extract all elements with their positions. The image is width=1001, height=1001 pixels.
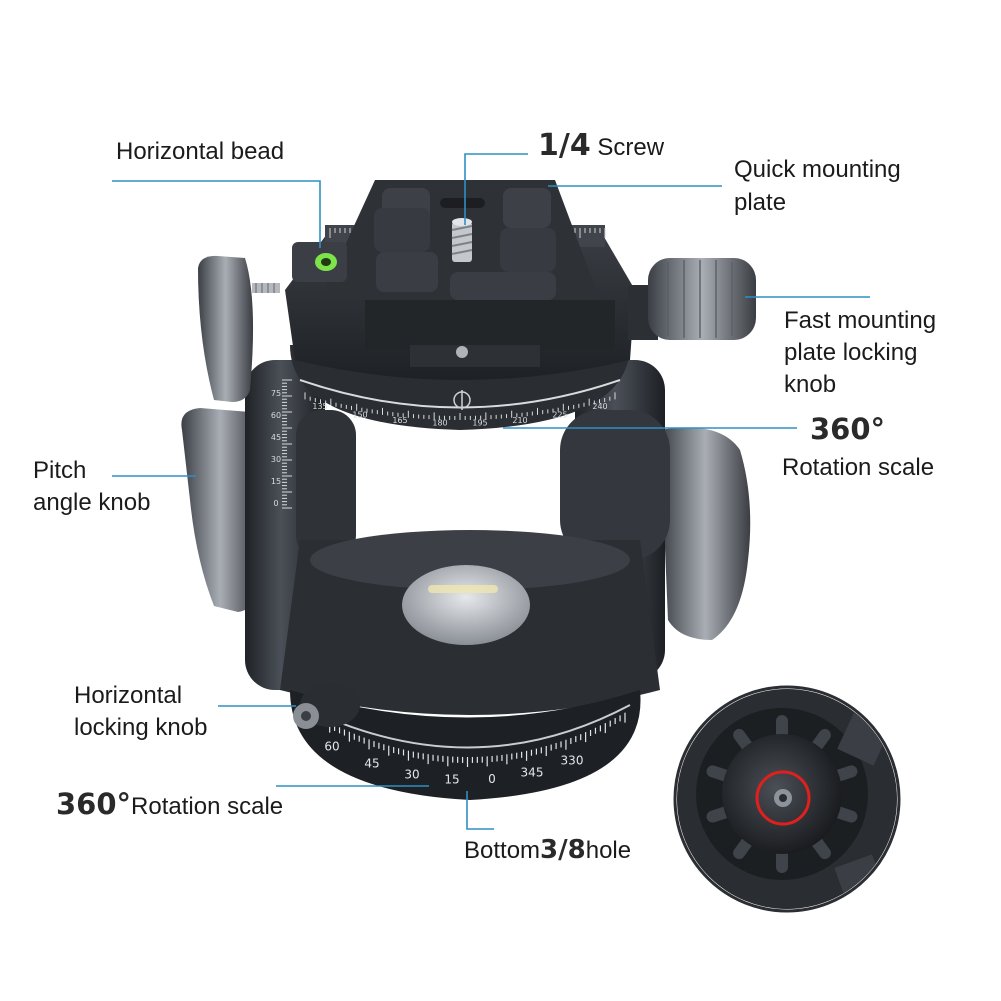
- label-fast-knob-2: plate locking: [784, 339, 918, 366]
- callout-lines: [112, 153, 870, 830]
- label-bottom-size: 3/8: [540, 835, 586, 865]
- bottom-scale-label: 0: [488, 772, 496, 786]
- label-horizontal-bead: Horizontal bead: [116, 138, 285, 165]
- label-horizontal-lock-1: Horizontal: [74, 682, 183, 709]
- bottom-scale: 60 45 30 15 0 345 330: [309, 712, 626, 787]
- side-scale: 75 60 45 30 15 0: [271, 379, 292, 509]
- left-lever-knob: [198, 255, 254, 402]
- side-scale-label: 60: [271, 411, 281, 420]
- label-fast-knob-3: knob: [784, 371, 837, 398]
- base-disc: [402, 565, 530, 645]
- label-bottom-hole: Bottom3/8hole: [464, 834, 631, 867]
- label-quarter-screw: 1/4 Screw: [538, 130, 664, 164]
- bottom-scale-label: 60: [324, 740, 339, 754]
- base-slot: [428, 585, 498, 593]
- top-scale-label: 150: [352, 410, 367, 419]
- top-scale-label: 165: [392, 416, 407, 425]
- bottom-scale-label: 45: [364, 756, 379, 770]
- label-rotation-bottom-text: Rotation scale: [131, 793, 284, 820]
- callout-quarter-screw: [464, 153, 528, 225]
- top-scale-label: 135: [312, 402, 327, 411]
- right-lever-shape: [660, 427, 751, 640]
- label-fast-knob-1: Fast mounting: [784, 307, 937, 334]
- label-quick-plate-2: plate: [734, 189, 787, 216]
- side-scale-label: 45: [271, 433, 281, 442]
- side-scale-label: 0: [273, 499, 278, 508]
- label-quick-plate-1: Quick mounting: [734, 156, 901, 183]
- label-rotation-top-degree: 360°: [810, 412, 886, 446]
- label-pitch-1: Pitch: [33, 457, 87, 484]
- label-bottom-hole-word: hole: [585, 837, 632, 864]
- label-pitch-2: angle knob: [33, 489, 151, 516]
- bottom-rotation-ring: [290, 690, 641, 800]
- label-bottom-word: Bottom: [464, 837, 541, 864]
- bottom-scale-label: 15: [444, 773, 459, 787]
- label-quarter-screw-size: 1/4: [538, 128, 591, 163]
- top-scale-label: 225: [552, 410, 567, 419]
- callout-bottom-hole: [466, 791, 494, 830]
- label-quarter-screw-word: Screw: [597, 134, 665, 161]
- fast-locking-knob: [648, 258, 756, 340]
- top-scale-label: 240: [592, 402, 607, 411]
- bottom-scale-label: 345: [521, 766, 544, 780]
- bottom-scale-label: 30: [404, 767, 419, 781]
- pitch-knob-shape: [181, 408, 259, 612]
- bottom-scale-label: 330: [561, 754, 584, 768]
- top-scale-label: 180: [432, 419, 447, 428]
- left-arm-cap: [296, 410, 356, 560]
- side-scale-label: 30: [271, 455, 281, 464]
- bottom-hole-ring: [755, 770, 811, 826]
- side-scale-label: 75: [271, 389, 281, 398]
- top-scale: 135 150 165 180 195 210 225 240: [304, 392, 616, 428]
- top-scale-label: 210: [512, 416, 527, 425]
- label-rotation-bottom-degree: 360°: [56, 787, 132, 821]
- label-horizontal-lock-2: locking knob: [74, 714, 208, 741]
- label-rotation-top-text: Rotation scale: [782, 454, 935, 481]
- top-scale-label: 195: [472, 419, 487, 428]
- callout-horizontal-bead: [112, 180, 321, 248]
- right-arm-cap: [560, 410, 670, 560]
- label-rotation-bottom: 360°Rotation scale: [56, 788, 283, 823]
- base-top: [310, 530, 630, 590]
- side-scale-label: 15: [271, 477, 281, 486]
